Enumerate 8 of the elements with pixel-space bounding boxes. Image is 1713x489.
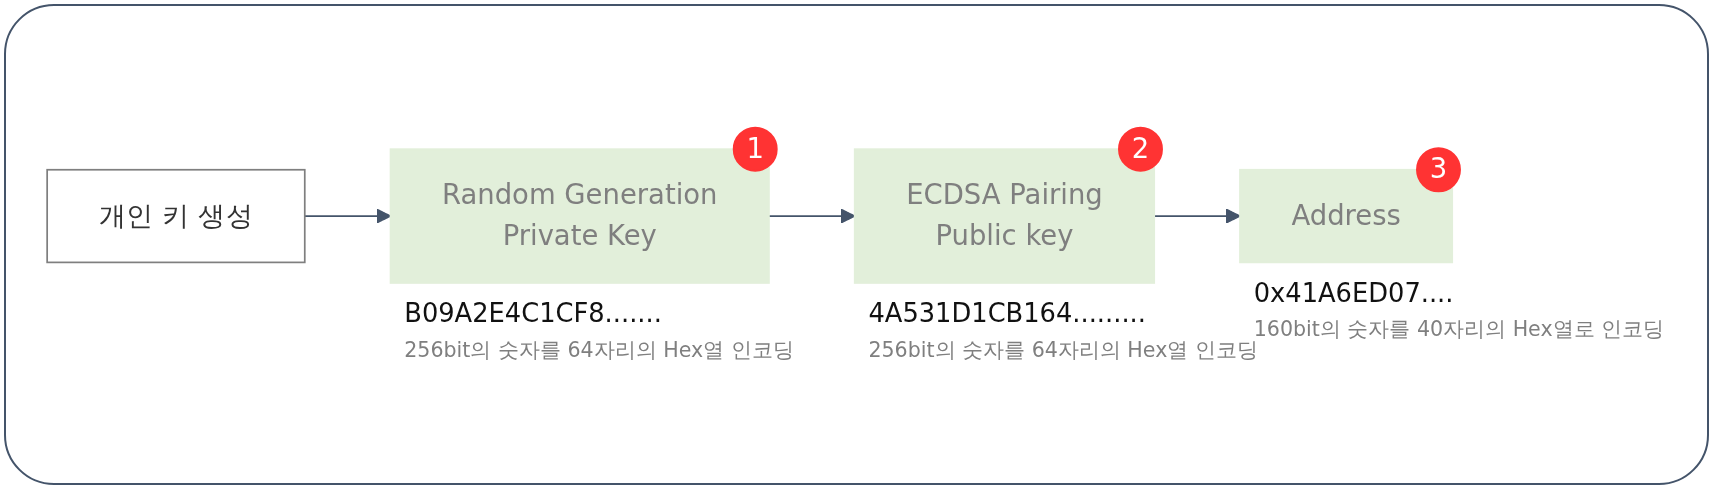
description-text: 256bit의 숫자를 64자리의 Hex열 인코딩 [404, 337, 794, 362]
node-circle: 3 [1416, 147, 1461, 193]
node-circle: 2 [1118, 126, 1163, 172]
hex-value-text: 4A531D1CB164......... [868, 298, 1146, 329]
node-circle: 1 [732, 126, 778, 172]
node-box: 개인 키 생성 [46, 168, 306, 264]
hex-value-text: B09A2E4C1CF8....... [404, 298, 662, 329]
hex-value-text: 0x41A6ED07.... [1253, 277, 1454, 308]
